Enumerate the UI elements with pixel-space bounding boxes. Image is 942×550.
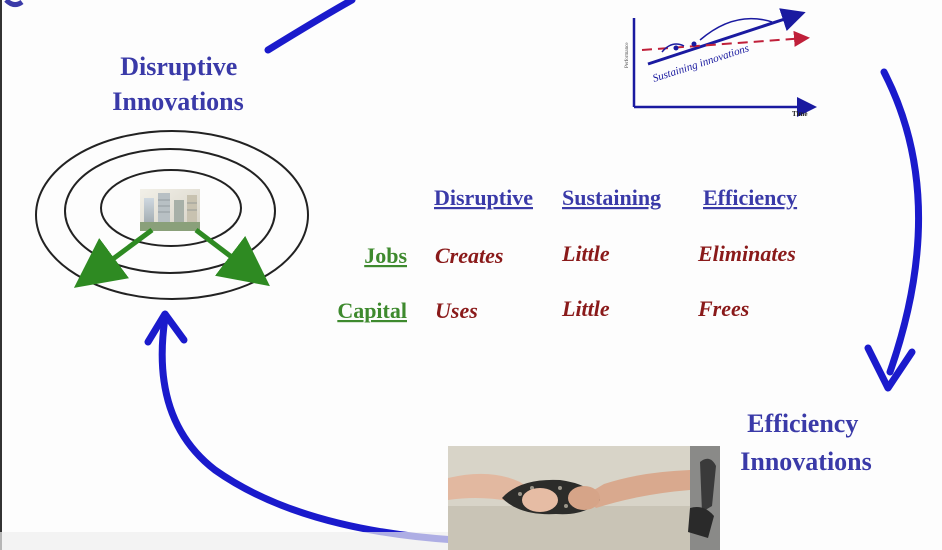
- table-cell-capital-disruptive: Uses: [435, 298, 478, 323]
- cut-off-glyph: [4, 0, 24, 8]
- cycle-arrow-left-head: [144, 310, 188, 346]
- city-buildings-picture: [140, 189, 200, 231]
- table-cell-capital-sustaining: Little: [561, 296, 610, 321]
- table-row-label-capital: Capital: [337, 298, 407, 323]
- cycle-arrow-top: [264, 0, 356, 54]
- table-cell-jobs-sustaining: Little: [561, 241, 610, 266]
- mini-x-axis-label: Time: [792, 110, 807, 118]
- concentric-target: [35, 130, 309, 300]
- green-arrow-left: [73, 227, 154, 288]
- mini-jump-arc-1: [661, 43, 685, 53]
- cycle-arrow-left: [158, 314, 459, 544]
- bottom-shadow-strip: [0, 532, 448, 550]
- cycle-arrow-right: [880, 68, 922, 376]
- cycle-arrow-right-head: [864, 344, 916, 392]
- table-header-disruptive: Disruptive: [434, 185, 533, 210]
- mini-jump-arc-2: [699, 17, 773, 41]
- table-cell-jobs-efficiency: Eliminates: [697, 241, 796, 266]
- hands-handshake-photo: [448, 446, 720, 550]
- mini-sustaining-chart: Performance Time Sustaining innovations: [625, 8, 817, 118]
- table-header-efficiency: Efficiency: [703, 185, 797, 210]
- table-row-label-jobs: Jobs: [364, 243, 407, 268]
- efficiency-innovations-label: Efficiency Innovations: [740, 409, 872, 476]
- mini-sustaining-line: [647, 8, 806, 66]
- mini-y-axis-label: Performance: [625, 42, 630, 68]
- mini-red-dashed-line: [641, 30, 810, 51]
- table-cell-jobs-disruptive: Creates: [435, 243, 503, 268]
- green-arrow-right: [194, 228, 270, 287]
- disruptive-innovations-label: Disruptive Innovations: [112, 52, 244, 116]
- table-cell-capital-efficiency: Frees: [697, 296, 749, 321]
- table-header-sustaining: Sustaining: [562, 185, 661, 210]
